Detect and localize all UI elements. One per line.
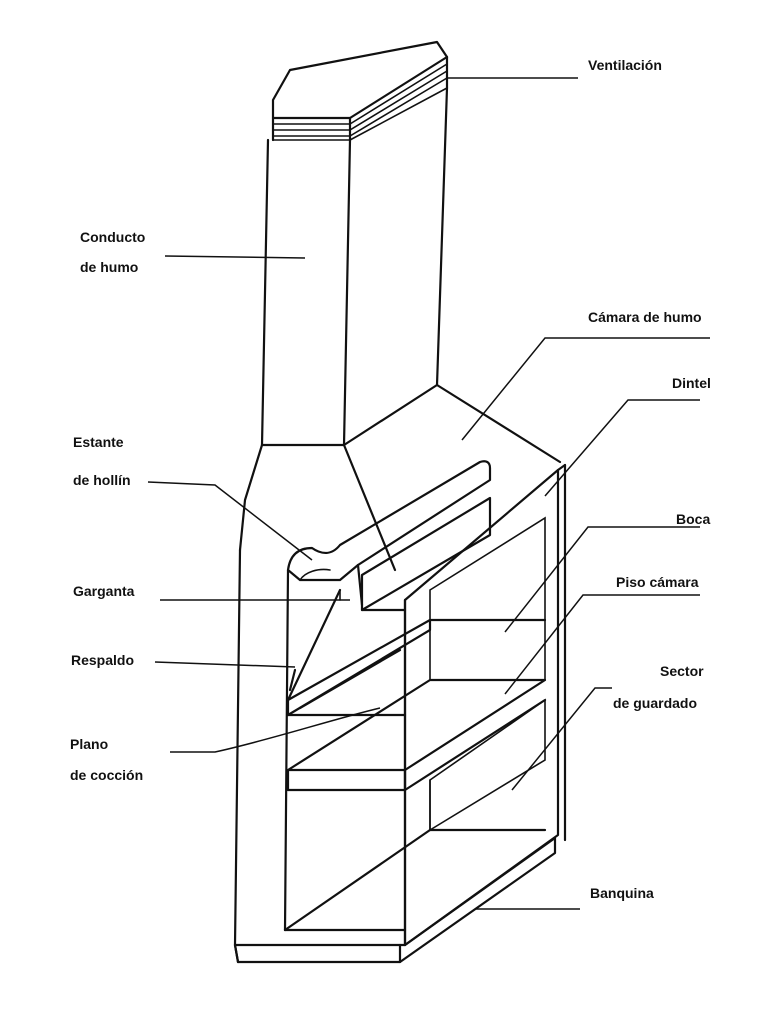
label-camara: Cámara de humo bbox=[588, 309, 702, 325]
label-sector-2: de guardado bbox=[613, 695, 697, 711]
leader-plano bbox=[170, 707, 381, 753]
leader-estante bbox=[147, 481, 313, 561]
label-sector-1: Sector bbox=[660, 663, 704, 679]
back-panel bbox=[286, 588, 342, 702]
left-wall bbox=[233, 548, 290, 947]
label-banquina: Banquina bbox=[590, 885, 654, 901]
smoke-duct bbox=[260, 86, 449, 447]
leader-sector bbox=[511, 687, 612, 791]
leader-dintel bbox=[544, 399, 700, 497]
leader-boca bbox=[504, 526, 700, 633]
label-ventilacion: Ventilación bbox=[588, 57, 662, 73]
labels: Ventilación Conducto de humo Cámara de h… bbox=[70, 57, 711, 901]
label-estante-2: de hollín bbox=[73, 472, 131, 488]
label-respaldo: Respaldo bbox=[71, 652, 134, 668]
leader-camara bbox=[461, 337, 710, 441]
front-frame bbox=[283, 463, 567, 947]
label-plano-1: Plano bbox=[70, 736, 108, 752]
leader-conducto bbox=[164, 255, 306, 259]
ventilation-cap bbox=[271, 40, 449, 142]
label-conducto-1: Conducto bbox=[80, 229, 145, 245]
leader-piso bbox=[504, 594, 700, 695]
label-plano-2: de cocción bbox=[70, 767, 143, 783]
label-garganta: Garganta bbox=[73, 583, 135, 599]
base-banquina bbox=[233, 836, 557, 964]
cooking-plane bbox=[286, 618, 547, 717]
soot-shelf bbox=[286, 460, 492, 612]
label-estante-1: Estante bbox=[73, 434, 124, 450]
smoke-chamber bbox=[238, 383, 562, 572]
label-conducto-2: de humo bbox=[80, 259, 138, 275]
label-dintel: Dintel bbox=[672, 375, 711, 391]
leader-respaldo bbox=[154, 661, 296, 668]
label-piso: Piso cámara bbox=[616, 574, 699, 590]
leader-lines bbox=[147, 77, 710, 910]
label-boca: Boca bbox=[676, 511, 710, 527]
